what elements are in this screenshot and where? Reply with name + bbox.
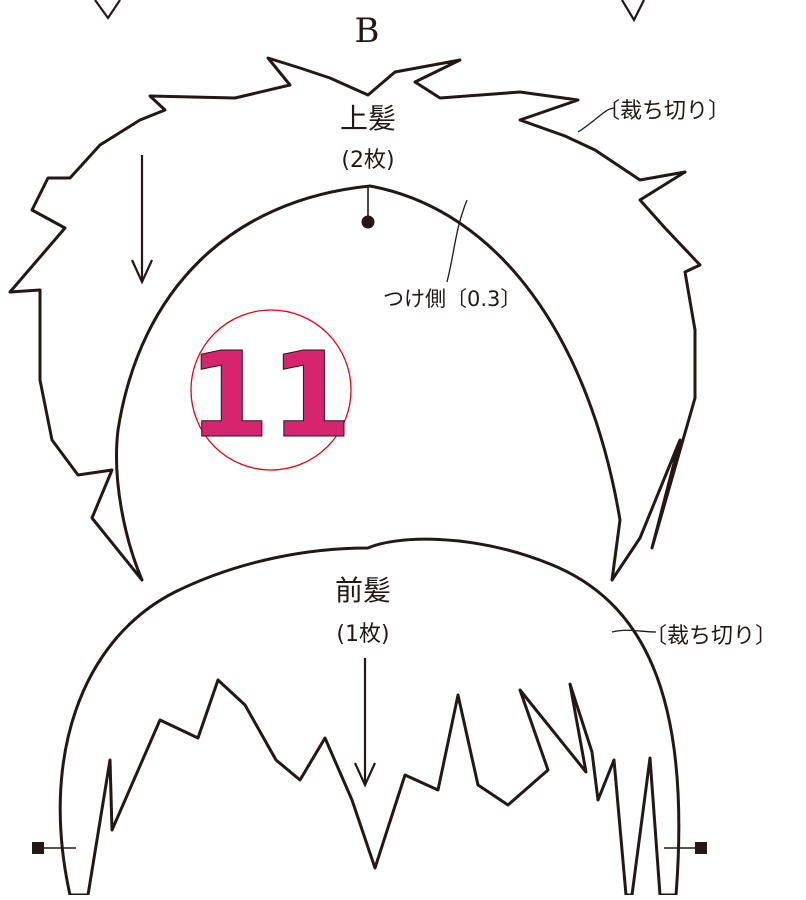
front-cut-leader-line <box>611 629 657 633</box>
attach-side-note: つけ側〔0.3〕 <box>383 287 521 311</box>
upper-hair-cut-note: 〔裁ち切り〕 <box>598 99 730 124</box>
front-hair-name: 前髪 <box>335 574 391 607</box>
section-label-b: B <box>355 11 380 51</box>
left-match-marker <box>32 842 44 854</box>
pattern-number: 11 <box>188 326 352 464</box>
upper-grain-arrow-head <box>130 259 154 285</box>
attach-leader-line <box>446 199 468 283</box>
front-hair-outline <box>58 537 681 897</box>
previous-piece-left-tip <box>94 0 121 20</box>
attach-marker-dot <box>361 215 375 229</box>
upper-hair-outline <box>8 56 702 582</box>
previous-piece-right-tip <box>621 0 645 23</box>
upper-cut-leader-line <box>577 107 616 133</box>
pattern-number-badge-ring <box>190 309 352 471</box>
upper-hair-name: 上髪 <box>340 102 396 135</box>
front-hair-count: (1枚) <box>336 622 389 647</box>
right-match-marker <box>695 842 707 854</box>
upper-hair-count: (2枚) <box>341 148 394 173</box>
front-hair-cut-note: 〔裁ち切り〕 <box>645 624 777 649</box>
front-grain-arrow-head <box>353 762 377 788</box>
